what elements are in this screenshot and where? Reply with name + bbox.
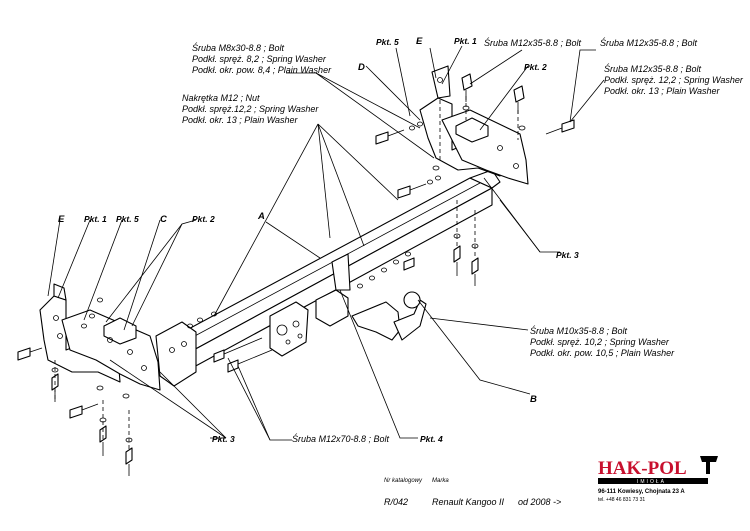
pkt-1-label-left: Pkt. 1 (84, 214, 107, 224)
leader-lines (47, 45, 605, 441)
logo-subtitle: IMIOŁA (637, 479, 666, 485)
vehicle-model: Renault Kangoo II (432, 497, 505, 507)
callout-m12-nut-line-3: Podkł. okr. 13 ; Plain Washer (182, 115, 299, 125)
callout-m8-line-3: Podkł. okr. pow. 8,4 ; Plain Washer (192, 65, 332, 75)
pkt-4-label: Pkt. 4 (420, 434, 443, 444)
callout-m12x35-right-top-line-1: Śruba M12x35-8.8 ; Bolt (600, 37, 698, 48)
hak-pol-logo: HAK-POL IMIOŁA 96-111 Kowiesy, Chojnata … (598, 456, 718, 503)
pkt-3-label-left: Pkt. 3 (212, 434, 235, 444)
catalog-label: Nr katalogowy (384, 478, 423, 484)
cross-beam (155, 169, 501, 387)
callout-m10-line-2: Podkł. spręż. 10,2 ; Spring Washer (530, 337, 670, 347)
left-bracket (39, 283, 161, 391)
callout-m10-line-3: Podkł. okr. pow. 10,5 ; Plain Washer (530, 348, 675, 358)
pkt-1-label-right: Pkt. 1 (454, 36, 477, 46)
callout-m12x35-right-line-3: Podkł. okr. 13 ; Plain Washer (604, 86, 721, 96)
pkt-2-label-right: Pkt. 2 (524, 62, 547, 72)
part-b-label: B (530, 394, 537, 405)
callout-m12-nut-line-1: Nakrętka M12 ; Nut (182, 93, 260, 103)
callout-m12x35-right: Śruba M12x35-8.8 ; Bolt Podkł. spręż. 12… (604, 63, 744, 96)
callout-m10-line-1: Śruba M10x35-8.8 ; Bolt (530, 325, 628, 336)
tow-hook-icon (700, 456, 718, 474)
logo-phone: tel. +48 46 831 73 31 (598, 497, 645, 503)
callout-m12-nut: Nakrętka M12 ; Nut Podkł. spręż.12,2 ; S… (182, 93, 319, 125)
part-e-label-left: E (58, 214, 65, 225)
assembly-lines (54, 96, 519, 450)
catalog-number: R/042 (384, 497, 408, 507)
fasteners (17, 73, 575, 476)
brand-label: Marka (432, 478, 449, 484)
pkt-3-label-right: Pkt. 3 (556, 250, 579, 260)
tow-ball-assembly (269, 253, 427, 357)
production-since: od 2008 -> (518, 497, 561, 507)
pkt-2-label-left: Pkt. 2 (192, 214, 215, 224)
callout-m12x35-top: Śruba M12x35-8.8 ; Bolt (484, 37, 582, 48)
callout-m12x35-right-line-1: Śruba M12x35-8.8 ; Bolt (604, 63, 702, 74)
pkt-5-label-right: Pkt. 5 (376, 37, 399, 47)
callout-m8: Śruba M8x30-8.8 ; Bolt Podkł. spręż. 8,2… (192, 42, 332, 75)
callout-m8-line-1: Śruba M8x30-8.8 ; Bolt (192, 42, 285, 53)
callout-m8-line-2: Podkł. spręż. 8,2 ; Spring Washer (192, 54, 327, 64)
callout-m12x35-right-top: Śruba M12x35-8.8 ; Bolt (600, 37, 698, 48)
part-a-label: A (257, 211, 265, 222)
callout-m12x70-line-1: Śruba M12x70-8.8 ; Bolt (292, 433, 390, 444)
callout-m12x70: Śruba M12x70-8.8 ; Bolt (292, 433, 390, 444)
logo-wordmark: HAK-POL (598, 458, 687, 479)
title-block: Nr katalogowy Marka R/042 Renault Kangoo… (384, 478, 561, 507)
pkt-5-label-left: Pkt. 5 (116, 214, 139, 224)
callout-m10: Śruba M10x35-8.8 ; Bolt Podkł. spręż. 10… (530, 325, 675, 358)
logo-address: 96-111 Kowiesy, Chojnata 23 A (598, 489, 685, 495)
part-d-label: D (358, 62, 365, 73)
callout-m12x35-top-line-1: Śruba M12x35-8.8 ; Bolt (484, 37, 582, 48)
callout-m12-nut-line-2: Podkł. spręż.12,2 ; Spring Washer (182, 104, 319, 114)
part-c-label: C (160, 214, 167, 225)
callout-m12x35-right-line-2: Podkł. spręż. 12,2 ; Spring Washer (604, 75, 744, 85)
part-e-label-right: E (416, 36, 423, 47)
